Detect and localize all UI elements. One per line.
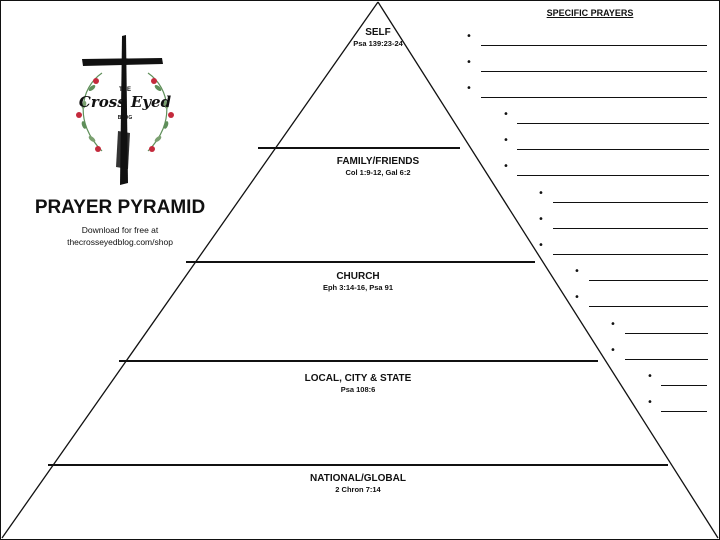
level-title: LOCAL, CITY & STATE xyxy=(304,373,412,384)
prayer-blank[interactable] xyxy=(625,333,708,334)
bullet: • xyxy=(466,57,472,68)
logo-wordmark: Cross Eyed xyxy=(78,93,172,111)
prayer-blank[interactable] xyxy=(625,359,708,360)
level-title: FAMILY/FRIENDS xyxy=(336,156,420,167)
prayer-blank[interactable] xyxy=(481,97,707,98)
download-note: Download for free at xyxy=(81,225,159,235)
page-title: PRAYER PYRAMID xyxy=(34,197,206,218)
bullet: • xyxy=(538,188,544,199)
prayer-blank[interactable] xyxy=(481,71,707,72)
level-self: SELF Psa 139:23-24 xyxy=(318,27,438,48)
prayer-blank[interactable] xyxy=(553,202,708,203)
bullet: • xyxy=(574,266,580,277)
level-reference: Col 1:9-12, Gal 6:2 xyxy=(345,168,411,177)
svg-text:THE: THE xyxy=(119,87,131,93)
prayer-blank[interactable] xyxy=(553,254,708,255)
bullet: • xyxy=(503,109,509,120)
level-reference: 2 Chron 7:14 xyxy=(335,485,381,494)
prayer-blank[interactable] xyxy=(589,306,708,307)
pyramid-left-edge xyxy=(1,1,379,539)
bullet: • xyxy=(574,292,580,303)
bullet: • xyxy=(466,31,472,42)
level-family-friends: FAMILY/FRIENDS Col 1:9-12, Gal 6:2 xyxy=(278,156,478,177)
prayer-blank[interactable] xyxy=(661,411,707,412)
prayer-blank[interactable] xyxy=(517,175,709,176)
bullet: • xyxy=(503,135,509,146)
level-local-city-state: LOCAL, CITY & STATE Psa 108:6 xyxy=(258,373,458,394)
bullet: • xyxy=(647,371,653,382)
prayer-blank[interactable] xyxy=(553,228,708,229)
level-reference: Psa 108:6 xyxy=(340,385,376,394)
level-national-global: NATIONAL/GLOBAL 2 Chron 7:14 xyxy=(258,473,458,494)
level-reference: Psa 139:23-24 xyxy=(353,39,403,48)
level-reference: Eph 3:14-16, Psa 91 xyxy=(322,283,394,292)
bullet: • xyxy=(466,83,472,94)
download-url: thecrosseyedblog.com/shop xyxy=(67,237,173,247)
prayer-blank[interactable] xyxy=(517,123,709,124)
logo-graphic: THE BLOG xyxy=(76,35,174,185)
bullet: • xyxy=(647,397,653,408)
svg-text:BLOG: BLOG xyxy=(118,115,133,121)
cross-eyed-blog-logo: THE BLOG Cross Eyed xyxy=(62,33,188,191)
bullet: • xyxy=(610,319,616,330)
bullet: • xyxy=(610,345,616,356)
pyramid-right-edge xyxy=(377,1,719,539)
level-title: CHURCH xyxy=(336,271,380,282)
level-title: SELF xyxy=(365,27,391,38)
bullet: • xyxy=(538,240,544,251)
specific-prayers-heading: SPECIFIC PRAYERS xyxy=(546,8,634,18)
prayer-blank[interactable] xyxy=(589,280,708,281)
prayer-blank[interactable] xyxy=(661,385,707,386)
bullet: • xyxy=(538,214,544,225)
bullet: • xyxy=(503,161,509,172)
cross-horizontal xyxy=(82,58,163,66)
prayer-blank[interactable] xyxy=(481,45,707,46)
level-title: NATIONAL/GLOBAL xyxy=(310,473,406,484)
prayer-blank[interactable] xyxy=(517,149,709,150)
level-church: CHURCH Eph 3:14-16, Psa 91 xyxy=(258,271,458,292)
